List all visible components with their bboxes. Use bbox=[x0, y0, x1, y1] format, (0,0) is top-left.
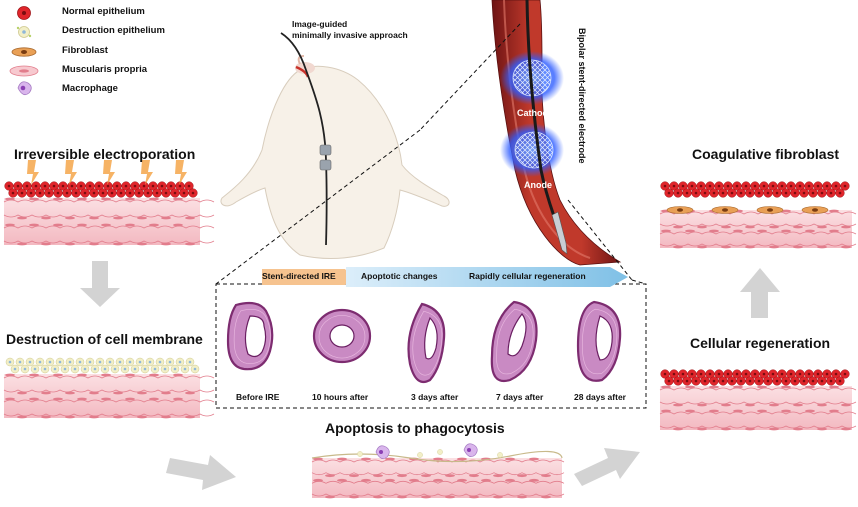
normal-epithelium-cell-icon bbox=[17, 6, 31, 20]
muscularis-propria-icon bbox=[9, 65, 39, 77]
legend-icons bbox=[9, 6, 39, 96]
destruction-epithelium-cell-icon bbox=[16, 26, 32, 38]
tissue-panel-coagulative bbox=[659, 181, 857, 249]
vessel-electrode-illustration bbox=[419, 0, 633, 281]
timeline-apoptotic: Apoptotic changes bbox=[361, 271, 438, 281]
histology-section-2 bbox=[407, 302, 446, 384]
fibroblast-cell-icon bbox=[11, 47, 37, 57]
image-guided-line1: Image-guided bbox=[292, 19, 348, 29]
timeline-arrow bbox=[262, 267, 628, 287]
legend-label-macrophage: Macrophage bbox=[62, 83, 118, 94]
step-label-destruction: Destruction of cell membrane bbox=[6, 331, 203, 347]
step-label-regeneration: Cellular regeneration bbox=[690, 335, 831, 351]
flow-arrow-right-left bbox=[166, 455, 236, 490]
tissue-panel-irreversible-electroporation bbox=[3, 160, 215, 246]
electrode-title: Bipolar stent-directed electrode bbox=[577, 28, 587, 164]
histology-label-0: Before IRE bbox=[236, 392, 280, 402]
histology-section-4 bbox=[576, 300, 622, 382]
rat-illustration bbox=[220, 32, 450, 259]
image-guided-line2: minimally invasive approach bbox=[292, 30, 408, 40]
cathode-label: Cathode bbox=[517, 108, 553, 118]
legend-label-destruction-epithelium: Destruction epithelium bbox=[62, 25, 165, 36]
step-label-apoptosis: Apoptosis to phagocytosis bbox=[325, 420, 505, 436]
step-label-coagulative: Coagulative fibroblast bbox=[692, 146, 840, 162]
histology-label-1: 10 hours after bbox=[312, 392, 369, 402]
tissue-panel-destruction bbox=[3, 357, 215, 419]
histology-label-3: 7 days after bbox=[496, 392, 544, 402]
histology-sections bbox=[226, 300, 622, 384]
timeline-regeneration: Rapidly cellular regeneration bbox=[469, 271, 586, 281]
histology-section-0 bbox=[226, 301, 274, 371]
tissue-panel-apoptosis bbox=[311, 443, 565, 499]
histology-section-3 bbox=[490, 300, 538, 383]
tissue-panel-regeneration bbox=[659, 369, 857, 431]
flow-arrow-up bbox=[740, 268, 780, 318]
flow-arrow-right-right bbox=[574, 448, 640, 486]
histology-label-4: 28 days after bbox=[574, 392, 626, 402]
histology-label-2: 3 days after bbox=[411, 392, 459, 402]
histology-box bbox=[215, 283, 647, 409]
legend-label-fibroblast: Fibroblast bbox=[62, 45, 108, 56]
timeline-stent-directed: Stent-directed IRE bbox=[262, 271, 336, 281]
flow-arrow-down bbox=[80, 261, 120, 307]
macrophage-cell-icon bbox=[17, 81, 32, 96]
anode-label: Anode bbox=[524, 180, 552, 190]
legend-label-normal-epithelium: Normal epithelium bbox=[62, 6, 145, 17]
histology-section-1 bbox=[312, 308, 372, 364]
legend-label-muscularis-propria: Muscularis propria bbox=[62, 64, 147, 75]
step-label-irreversible-electroporation: Irreversible electroporation bbox=[14, 146, 196, 162]
